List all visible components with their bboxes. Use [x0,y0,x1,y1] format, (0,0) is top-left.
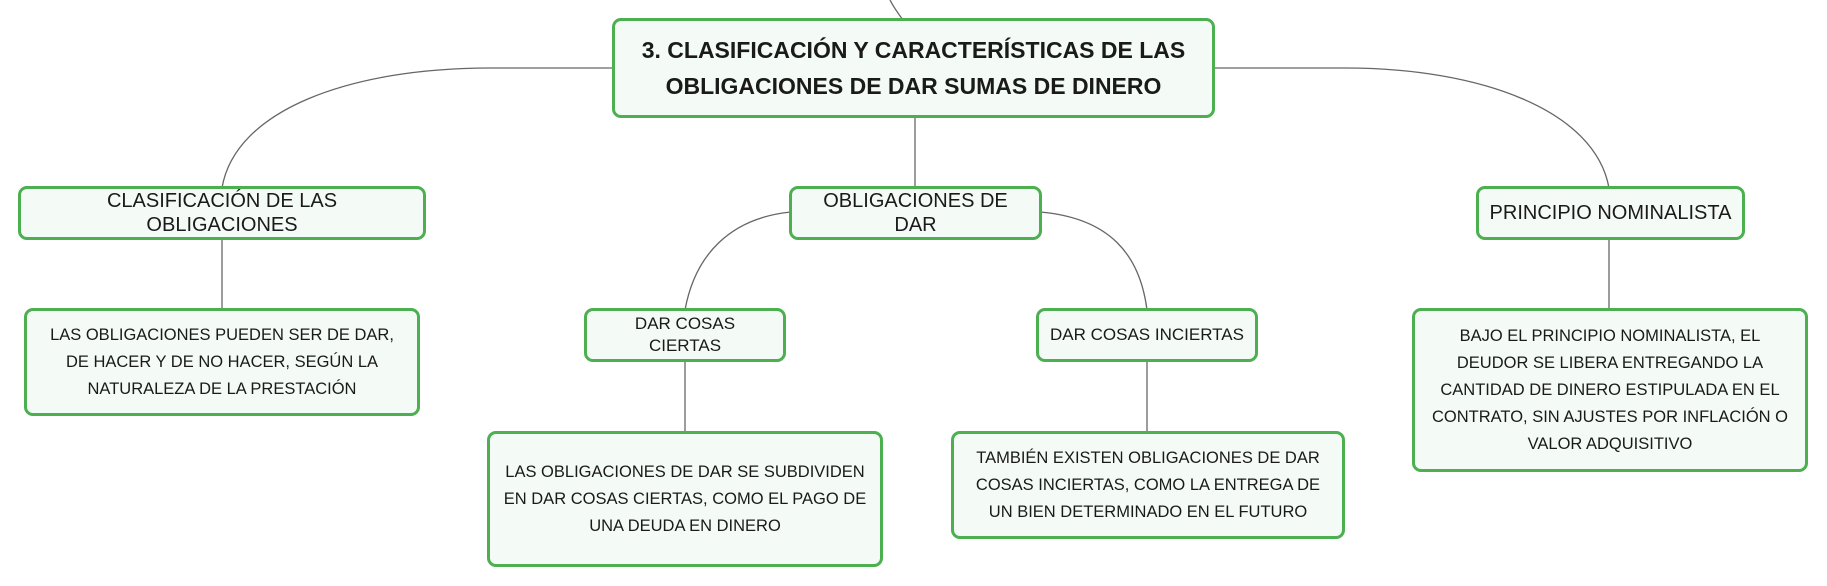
connector-obligaciones-to-ciertas [684,211,792,311]
branch-obligaciones-dar-label: OBLIGACIONES DE DAR [823,190,1008,236]
inciertas-detail-text: TAMBIÉN EXISTEN OBLIGACIONES DE DAR COSA… [975,448,1321,521]
branch-clasificacion-label: CLASIFICACIÓN DE LAS OBLIGACIONES [106,190,338,236]
branch-obligaciones-dar[interactable]: OBLIGACIONES DE DAR [789,186,1042,240]
connector-root-to-nominalista [1213,67,1610,189]
inciertas-detail[interactable]: TAMBIÉN EXISTEN OBLIGACIONES DE DAR COSA… [951,431,1345,539]
root-topic-label: 3. CLASIFICACIÓN Y CARACTERÍSTICAS DE LA… [641,37,1186,99]
subtopic-dar-cosas-inciertas[interactable]: DAR COSAS INCIERTAS [1036,308,1258,362]
root-topic[interactable]: 3. CLASIFICACIÓN Y CARACTERÍSTICAS DE LA… [612,18,1215,118]
ciertas-detail[interactable]: LAS OBLIGACIONES DE DAR SE SUBDIVIDEN EN… [487,431,883,567]
branch-nominalista[interactable]: PRINCIPIO NOMINALISTA [1476,186,1745,240]
nominalista-detail-text: BAJO EL PRINCIPIO NOMINALISTA, EL DEUDOR… [1431,326,1789,453]
subtopic-dar-cosas-inciertas-label: DAR COSAS INCIERTAS [1050,325,1244,344]
subtopic-dar-cosas-ciertas[interactable]: DAR COSAS CIERTAS [584,308,786,362]
branch-clasificacion[interactable]: CLASIFICACIÓN DE LAS OBLIGACIONES [18,186,426,240]
connector-root-to-clasificacion [221,67,614,189]
clasificacion-detail[interactable]: LAS OBLIGACIONES PUEDEN SER DE DAR, DE H… [24,308,420,416]
clasificacion-detail-text: LAS OBLIGACIONES PUEDEN SER DE DAR, DE H… [50,325,394,398]
branch-nominalista-label: PRINCIPIO NOMINALISTA [1489,202,1732,224]
subtopic-dar-cosas-ciertas-label: DAR COSAS CIERTAS [634,314,736,355]
connector-parent-to-root [889,0,904,21]
nominalista-detail[interactable]: BAJO EL PRINCIPIO NOMINALISTA, EL DEUDOR… [1412,308,1808,472]
ciertas-detail-text: LAS OBLIGACIONES DE DAR SE SUBDIVIDEN EN… [503,462,867,535]
connector-obligaciones-to-inciertas [1039,211,1148,311]
